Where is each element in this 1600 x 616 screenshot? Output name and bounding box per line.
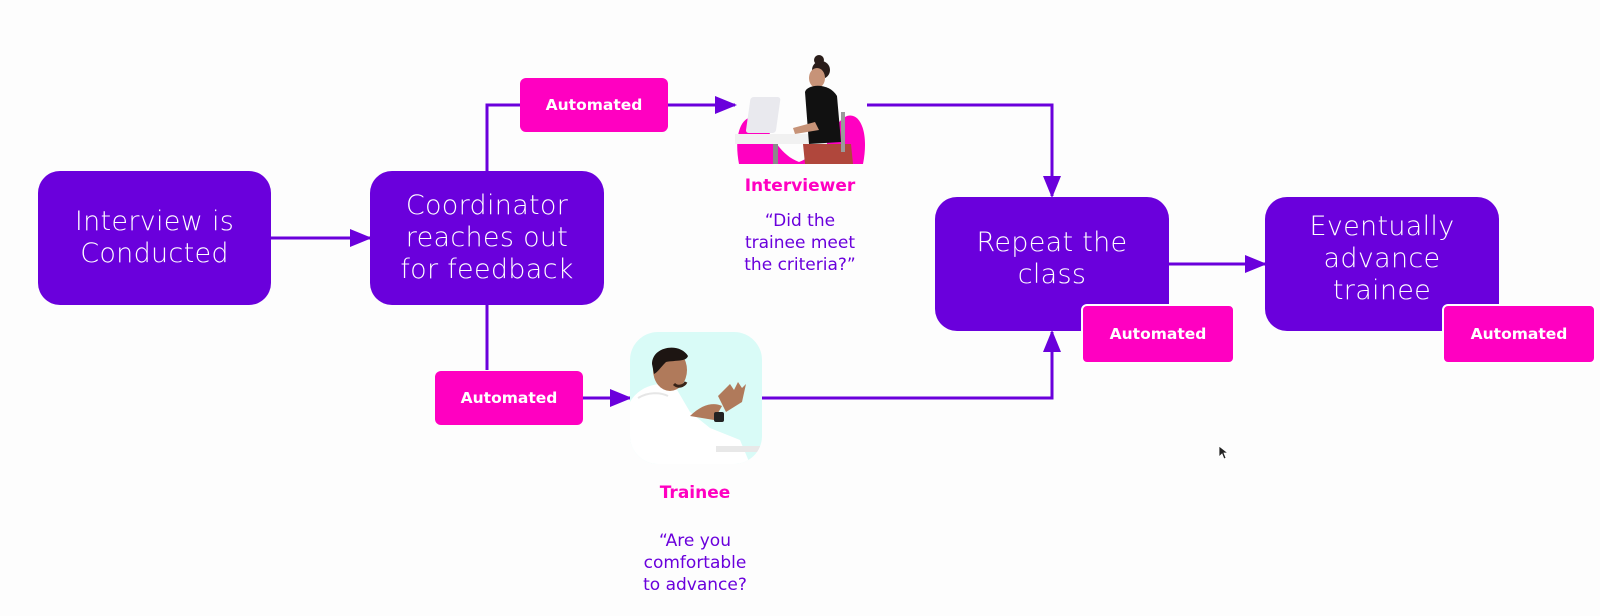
interviewer-label: Interviewer [744,176,856,196]
node-label: Interview is Conducted [74,206,235,269]
trainee-image [630,332,762,464]
arrow-interviewer-to-repeat [867,103,1061,198]
automated-tag-repeat: Automated [1081,304,1235,364]
automated-tag-bottom: Automated [435,371,583,425]
node-label: Eventually advance trainee [1309,211,1455,306]
trainee-label: Trainee [659,483,731,503]
node-repeat-class: Repeat the class [935,197,1169,331]
node-label: Coordinator reaches out for feedback [400,190,574,285]
automated-tag-top: Automated [520,78,668,132]
arrow-trainee-to-repeat [762,330,1061,400]
trainee-quote: “Are you comfortable to advance? [643,531,747,595]
node-coordinator-feedback: Coordinator reaches out for feedback [370,171,604,305]
line-coordinator-to-top-tag [485,103,521,172]
interviewer-image [733,52,868,164]
node-interview-conducted: Interview is Conducted [38,171,271,305]
node-label: Repeat the class [976,227,1128,290]
automated-tag-advance: Automated [1442,304,1596,364]
interviewer-quote: “Did the trainee meet the criteria?” [744,211,856,275]
mouse-cursor-icon [1218,445,1230,465]
